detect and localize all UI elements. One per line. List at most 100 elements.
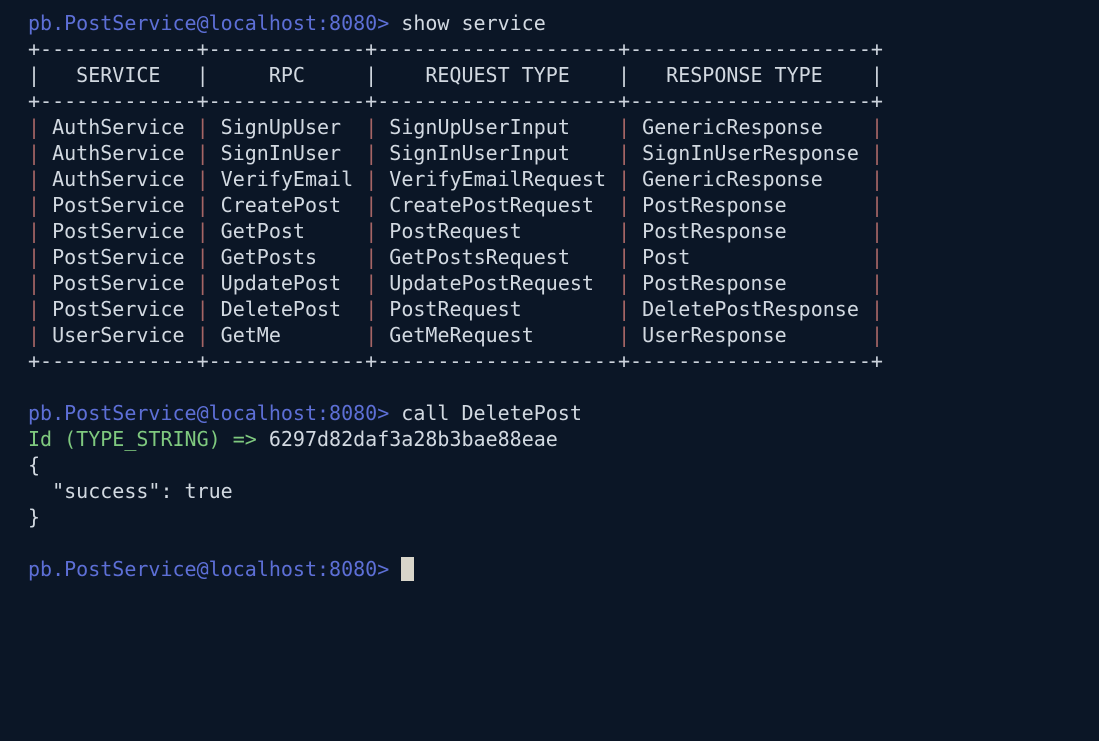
prompt: pb.PostService@localhost:8080> — [28, 557, 390, 581]
seg-bar: | — [618, 297, 631, 321]
seg-text: AuthService — [40, 141, 197, 165]
table-header-separator: +-------------+-------------+-----------… — [28, 88, 1083, 114]
prompt: pb.PostService@localhost:8080> — [28, 11, 390, 35]
table-header-row: | SERVICE | RPC | REQUEST TYPE | RESPONS… — [28, 62, 1083, 88]
seg-bar: | — [28, 115, 41, 139]
seg-bar: | — [365, 219, 378, 243]
table-row: | UserService | GetMe | GetMeRequest | U… — [28, 322, 1083, 348]
seg-bar: | — [870, 271, 883, 295]
table-row: | AuthService | SignUpUser | SignUpUserI… — [28, 114, 1083, 140]
seg-bar: | — [618, 193, 631, 217]
seg-bar: | — [618, 323, 631, 347]
seg-bar: | — [870, 245, 883, 269]
seg-text: PostService — [40, 271, 197, 295]
seg-bar: | — [618, 219, 631, 243]
seg-bar: | — [870, 115, 883, 139]
seg-text: CreatePost — [208, 193, 366, 217]
seg-bar: | — [365, 167, 378, 191]
table-border: +-------------+-------------+-----------… — [28, 37, 883, 61]
seg-bar: | — [28, 245, 41, 269]
seg-text: SignUpUser — [208, 115, 366, 139]
seg-text: VerifyEmailRequest — [377, 167, 619, 191]
seg-text: PostResponse — [630, 193, 871, 217]
json-close-brace-line: } — [28, 504, 1083, 530]
command-show-service: show service — [389, 11, 546, 35]
seg-text: SignInUserInput — [377, 141, 619, 165]
seg-text: AuthService — [40, 167, 197, 191]
seg-text: GetPost — [208, 219, 366, 243]
seg-bar: | — [28, 167, 41, 191]
table-border: +-------------+-------------+-----------… — [28, 89, 883, 113]
table-top-border: +-------------+-------------+-----------… — [28, 36, 1083, 62]
table-row: | PostService | DeletePost | PostRequest… — [28, 296, 1083, 322]
table-header: | SERVICE | RPC | REQUEST TYPE | RESPONS… — [28, 63, 883, 87]
json-success-line: "success": true — [28, 478, 1083, 504]
seg-text — [389, 557, 401, 581]
table-row: | PostService | GetPosts | GetPostsReque… — [28, 244, 1083, 270]
seg-text: SignUpUserInput — [377, 115, 619, 139]
seg-bar: | — [196, 115, 209, 139]
seg-text: VerifyEmail — [208, 167, 366, 191]
seg-bar: | — [28, 323, 41, 347]
seg-bar: | — [28, 271, 41, 295]
seg-text: GenericResponse — [630, 115, 871, 139]
seg-text: PostService — [40, 297, 197, 321]
table-bottom-border: +-------------+-------------+-----------… — [28, 348, 1083, 374]
seg-bar: | — [365, 323, 378, 347]
seg-bar: | — [365, 115, 378, 139]
seg-bar: | — [365, 271, 378, 295]
seg-text: DeletePostResponse — [630, 297, 871, 321]
seg-text: PostResponse — [630, 219, 871, 243]
repl-line-show-service: pb.PostService@localhost:8080> show serv… — [28, 10, 1083, 36]
json-close-brace: } — [28, 505, 41, 529]
seg-text: Post — [630, 245, 871, 269]
field-value: 6297d82daf3a28b3bae88eae — [268, 427, 558, 451]
seg-bar: | — [870, 323, 883, 347]
cursor — [401, 557, 415, 581]
seg-bar: | — [365, 297, 378, 321]
table-row: | AuthService | SignInUser | SignInUserI… — [28, 140, 1083, 166]
seg-text: CreatePostRequest — [377, 193, 619, 217]
seg-bar: | — [196, 167, 209, 191]
table-border: +-------------+-------------+-----------… — [28, 349, 883, 373]
table-row: | PostService | CreatePost | CreatePostR… — [28, 192, 1083, 218]
seg-text: UserService — [40, 323, 197, 347]
blank-line — [28, 530, 1083, 556]
seg-bar: | — [28, 219, 41, 243]
seg-text: PostRequest — [377, 297, 619, 321]
seg-text: GetMeRequest — [377, 323, 619, 347]
seg-text: UserResponse — [630, 323, 871, 347]
repl-line-call-deletepost: pb.PostService@localhost:8080> call Dele… — [28, 400, 1083, 426]
seg-bar: | — [28, 297, 41, 321]
seg-bar: | — [28, 193, 41, 217]
json-open-brace-line: { — [28, 452, 1083, 478]
field-input-line: Id (TYPE_STRING) => 6297d82daf3a28b3bae8… — [28, 426, 1083, 452]
seg-bar: | — [618, 141, 631, 165]
active-prompt-line[interactable]: pb.PostService@localhost:8080> — [28, 556, 1083, 582]
seg-bar: | — [618, 167, 631, 191]
seg-bar: | — [196, 271, 209, 295]
seg-text: SignInUserResponse — [630, 141, 871, 165]
field-prompt: Id (TYPE_STRING) => — [28, 427, 269, 451]
seg-text: GetPostsRequest — [377, 245, 619, 269]
seg-text: DeletePost — [208, 297, 366, 321]
seg-bar: | — [28, 141, 41, 165]
table-row: | AuthService | VerifyEmail | VerifyEmai… — [28, 166, 1083, 192]
seg-bar: | — [196, 245, 209, 269]
seg-text: PostService — [40, 193, 197, 217]
seg-bar: | — [618, 245, 631, 269]
seg-bar: | — [870, 297, 883, 321]
seg-text: PostService — [40, 219, 197, 243]
seg-bar: | — [618, 115, 631, 139]
seg-bar: | — [196, 219, 209, 243]
seg-bar: | — [870, 167, 883, 191]
table-row: | PostService | UpdatePost | UpdatePostR… — [28, 270, 1083, 296]
json-success: "success": true — [28, 479, 233, 503]
seg-bar: | — [618, 271, 631, 295]
seg-bar: | — [365, 141, 378, 165]
seg-text: GenericResponse — [630, 167, 871, 191]
blank-line — [28, 374, 1083, 400]
seg-text: UpdatePost — [208, 271, 366, 295]
command-call-deletepost: call DeletePost — [389, 401, 582, 425]
